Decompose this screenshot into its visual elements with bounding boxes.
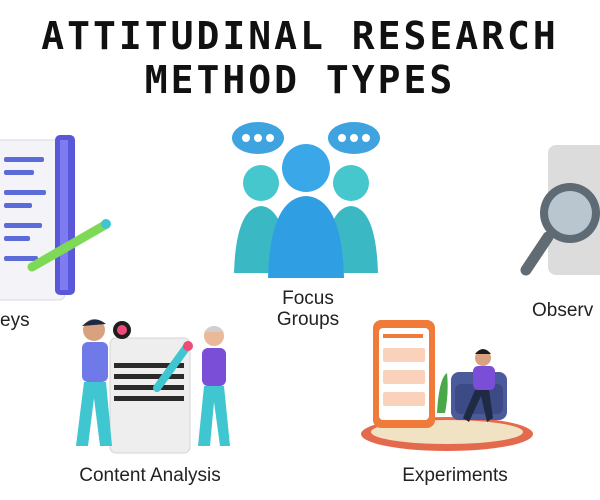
focus-group-people-icon bbox=[232, 122, 380, 278]
content-analysis-people-icon bbox=[76, 319, 230, 454]
label-surveys: eys bbox=[0, 310, 30, 331]
title-line-1: ATTITUDINAL RESEARCH bbox=[41, 14, 559, 58]
label-focus-groups-line-1: Focus bbox=[282, 288, 334, 309]
survey-clipboard-icon bbox=[0, 135, 111, 301]
label-observation: Observ bbox=[532, 300, 594, 321]
label-experiments: Experiments bbox=[402, 465, 508, 486]
magnifying-glass-icon bbox=[520, 145, 600, 276]
label-focus-groups-line-2: Groups bbox=[276, 309, 340, 330]
experiment-phone-review-icon bbox=[361, 320, 533, 451]
label-content-analysis: Content Analysis bbox=[79, 465, 221, 486]
title-line-2: METHOD TYPES bbox=[144, 58, 456, 102]
label-focus-groups: Focus Groups bbox=[258, 288, 358, 330]
